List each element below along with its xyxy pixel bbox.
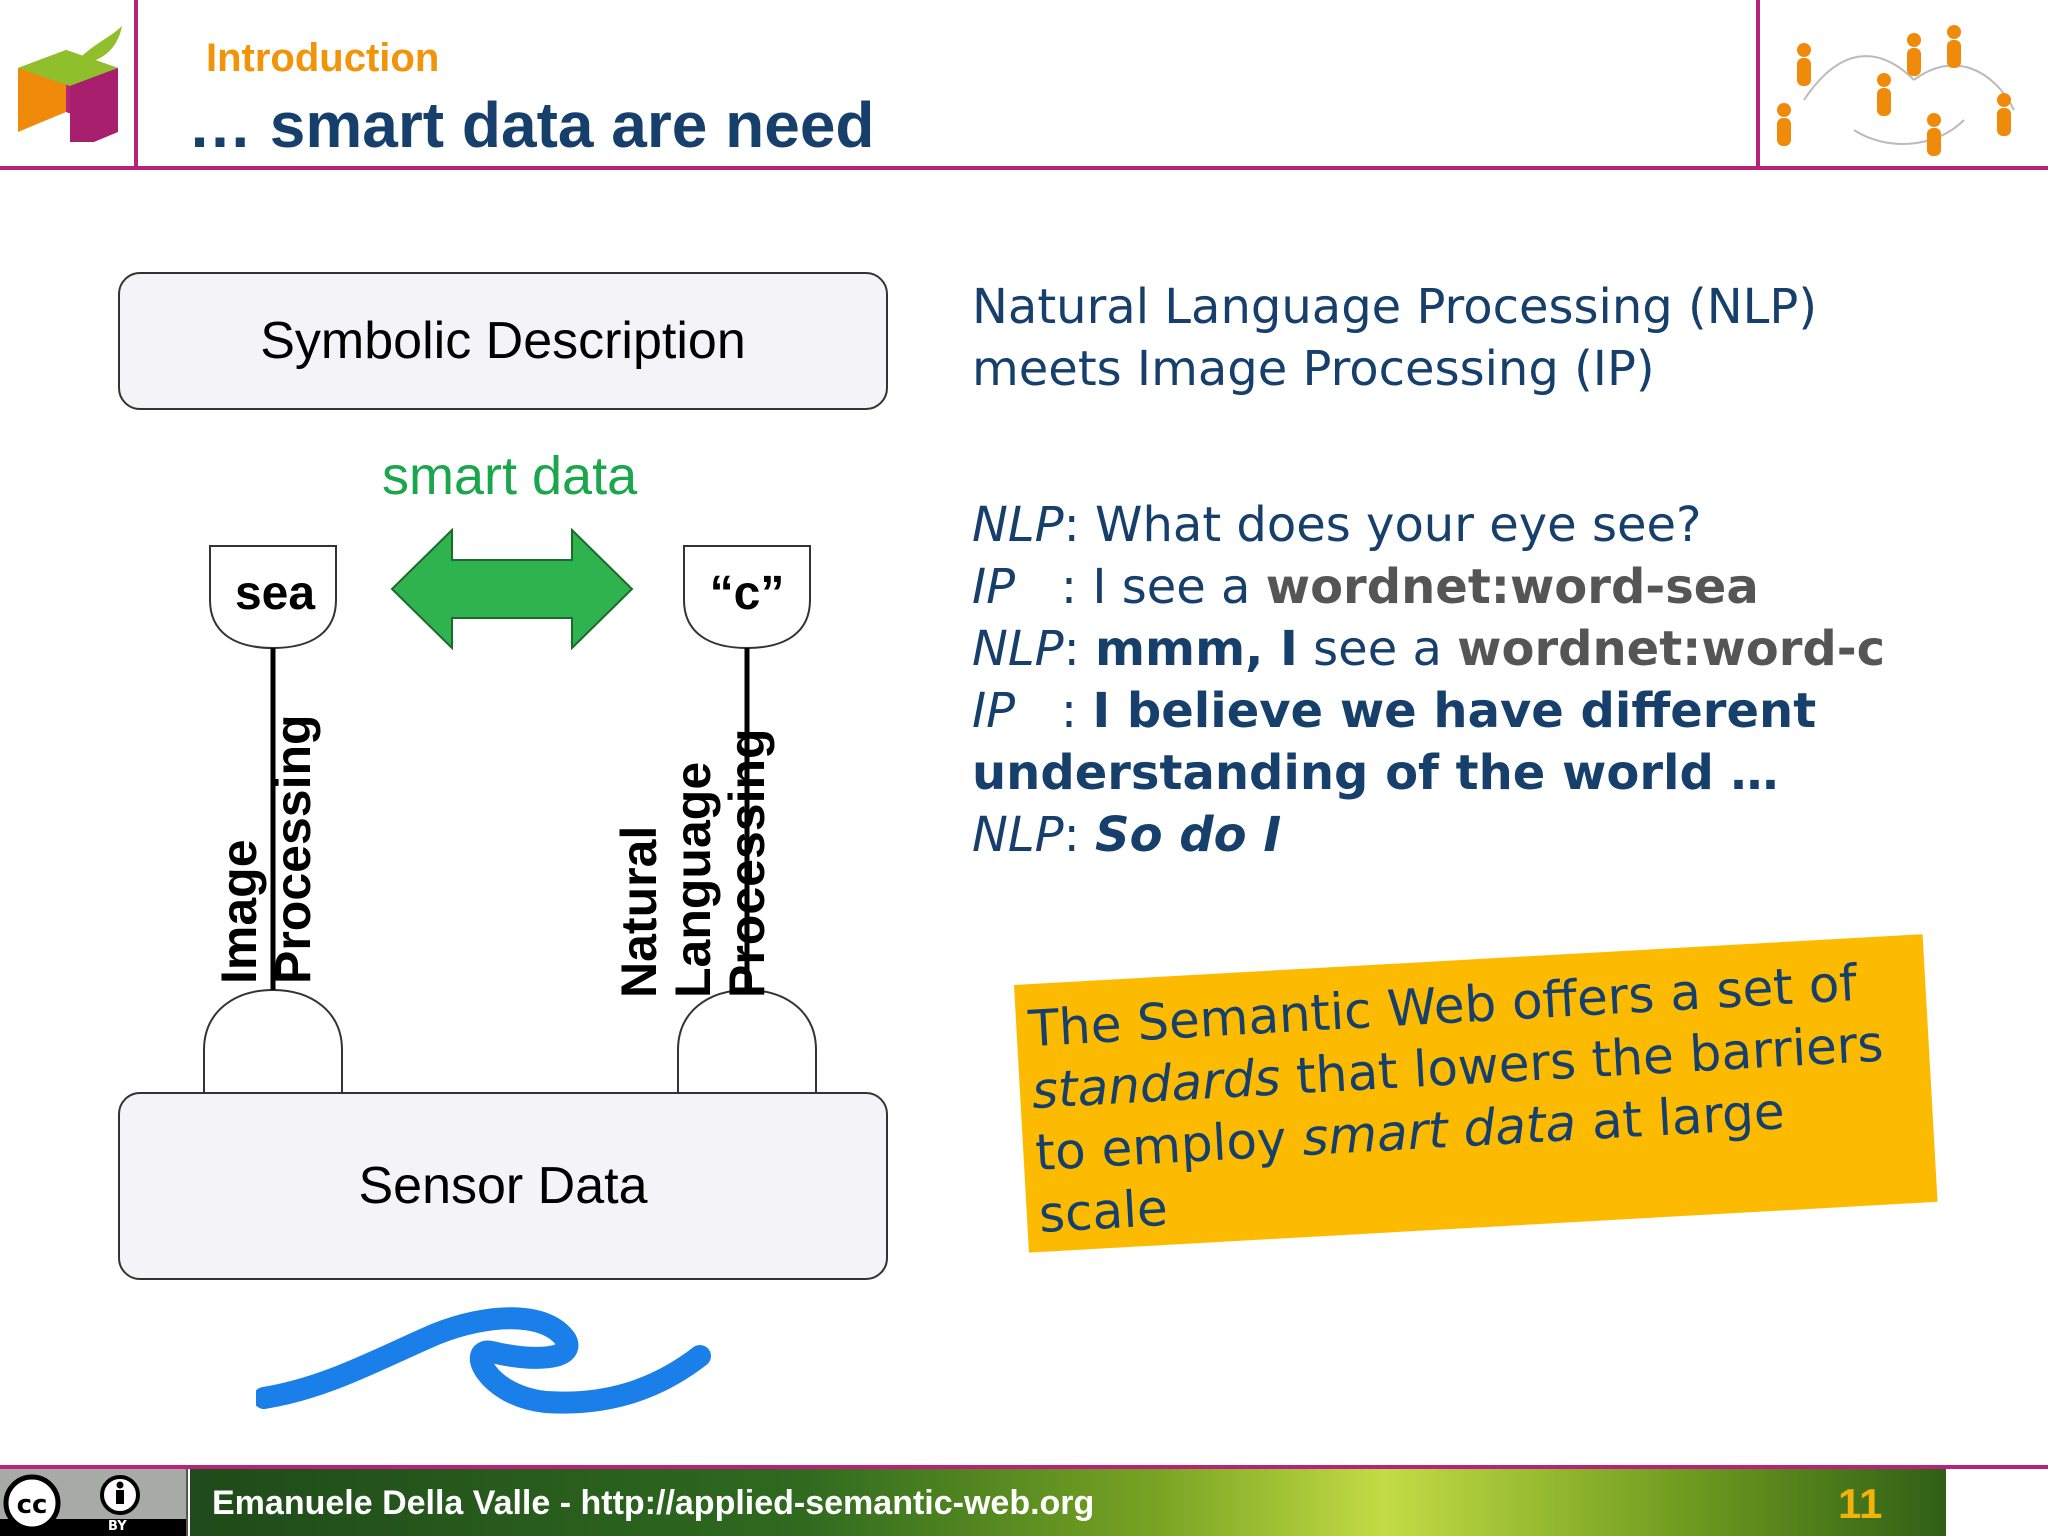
image-word: Image [211, 839, 267, 984]
dialog-line-1: NLP: What does your eye see? [972, 494, 1702, 556]
language-word: Language [665, 761, 721, 998]
semantic-web-callout: The Semantic Web offers a set of standar… [1014, 934, 1938, 1253]
c-tag: “c” [709, 567, 785, 620]
connectors-graphic [190, 540, 830, 1100]
dialog-sep: : [1015, 683, 1093, 739]
dialog-line-3: NLP: mmm, I see a wordnet:word-c [972, 618, 1885, 680]
header-underline [0, 166, 2048, 170]
people-network-icon [1764, 10, 2044, 164]
dialog-text: : I see a [1015, 559, 1266, 615]
dialog-bold: I believe we have different [1092, 683, 1817, 739]
sensor-data-label: Sensor Data [358, 1157, 648, 1215]
callout-italic: smart data [1300, 1093, 1578, 1168]
dialog-line-4: IP : I believe we have different [972, 680, 1816, 742]
footer-line [0, 1465, 2048, 1469]
speaker-nlp: NLP [972, 497, 1064, 553]
dialog-line-4-cont: understanding of the world … [972, 745, 1779, 801]
dialog-text: see a [1297, 621, 1458, 677]
processing-word-2: Processing [719, 728, 775, 998]
dialog-line-5: NLP: So do I [972, 804, 1281, 866]
intro-line-1: Natural Language Processing (NLP) [972, 279, 1818, 335]
footer-author: Emanuele Della Valle - http://applied-se… [212, 1484, 1095, 1522]
sea-tag: sea [234, 567, 316, 620]
double-arrow-icon [390, 527, 634, 651]
symbolic-description-box: Symbolic Description [118, 272, 888, 410]
intro-line-2: meets Image Processing (IP) [972, 341, 1655, 397]
section-label: Introduction [206, 36, 440, 80]
slide-title: … smart data are need [188, 89, 875, 161]
processing-word: Processing [265, 714, 321, 984]
image-processing-label: Image Processing [211, 714, 321, 984]
logo-cube-icon [14, 24, 124, 152]
nlp-label: Natural Language Processing [611, 728, 775, 998]
svg-text:cc: cc [17, 1490, 48, 1520]
header-divider-right [1756, 0, 1760, 168]
speaker-ip: IP [972, 559, 1016, 615]
page-number: 11 [1838, 1480, 1883, 1527]
cc-license-badge: cc BY [0, 1469, 188, 1536]
speaker-nlp: NLP [972, 807, 1064, 863]
speaker-nlp: NLP [972, 621, 1064, 677]
wave-scribble-icon [253, 1300, 716, 1420]
dialog-line-2: IP : I see a wordnet:word-sea [972, 556, 1759, 618]
sensor-data-box: Sensor Data [118, 1092, 888, 1280]
dialog-text: : What does your eye see? [1063, 497, 1702, 553]
dialog-bold-italic: So do I [1095, 807, 1282, 863]
natural-word: Natural [611, 825, 667, 998]
cc-by-label: BY [108, 1519, 127, 1534]
callout-italic: standards [1030, 1048, 1282, 1121]
header-divider-left [134, 0, 138, 168]
dialog-bold: mmm, I [1095, 621, 1298, 677]
smart-data-label: smart data [382, 446, 638, 506]
dialog-sep: : [1063, 807, 1096, 863]
wordnet-sea-term: wordnet:word-sea [1265, 559, 1759, 615]
symbolic-description-label: Symbolic Description [260, 312, 746, 370]
speaker-ip: IP [972, 683, 1016, 739]
footer-band [190, 1469, 1946, 1536]
wordnet-c-term: wordnet:word-c [1457, 621, 1886, 677]
dialog-sep: : [1063, 621, 1096, 677]
